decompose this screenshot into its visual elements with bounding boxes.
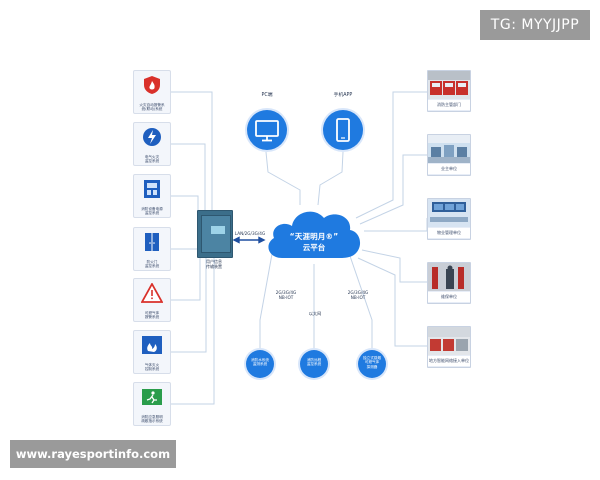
connector-left-5 [170, 256, 201, 301]
connector-pc [265, 151, 301, 205]
fire-truck-photo [428, 71, 470, 99]
gateway-cloud-arrow [232, 236, 266, 244]
gateway-device-image [197, 210, 233, 258]
control-room-photo [428, 199, 470, 227]
left-node-label: 电气火灾 监控系统 [144, 154, 160, 163]
app-label: 手机APP [333, 93, 353, 98]
left-node-label: 防火门 监控系统 [144, 259, 160, 268]
cloud-platform: “天涯明月®” 云平台 [266, 231, 362, 253]
bottom-node-label: 消防远程 监控系统 [306, 358, 322, 367]
left-node-emergency-exit: 消防应急照明 疏散指示系统 [133, 382, 171, 426]
right-node-fire-authority: 消防主管部门 [427, 70, 471, 112]
gateway-label: 用户信息 传输装置 [206, 259, 222, 269]
left-node-label: 可燃气体 报警系统 [144, 310, 160, 319]
fire-station-photo [428, 327, 470, 355]
gas-extinguish-icon [142, 336, 162, 354]
tag-watermark: TG: MYYJJPP [480, 10, 590, 40]
left-node-fire-alarm: 火灾自动报警系 统(联动)系统 [133, 70, 171, 114]
platform-title: “天涯明月®” [289, 232, 339, 241]
left-node-label: 消防设备电源 监控系统 [141, 206, 163, 215]
cloud-platform-shape [268, 211, 361, 258]
right-node-network-access: 地方智能网络接入单位 [427, 326, 471, 368]
connector-app [317, 151, 344, 206]
left-node-label: 火灾自动报警系 统(联动)系统 [139, 102, 165, 111]
left-node-electric-fire: 电气火灾 监控系统 [133, 122, 171, 166]
connector-right-3 [364, 218, 428, 232]
right-node-maintenance: 维保单位 [427, 262, 471, 304]
bottom-node-label: 消防水系统 监测系统 [251, 358, 269, 367]
right-node-label: 消防主管部门 [428, 100, 470, 110]
bottom-link-label-2: 以太网 [308, 311, 322, 316]
right-node-label: 物业管理单位 [428, 228, 470, 238]
right-node-owner: 业主单位 [427, 134, 471, 176]
connector-bottom-1 [259, 253, 273, 350]
fire-door-icon [145, 233, 159, 251]
connector-left-2 [170, 143, 206, 210]
right-node-property: 物业管理单位 [427, 198, 471, 240]
connector-left-3 [170, 195, 199, 212]
fire-shield-icon [144, 76, 160, 94]
connector-left-6 [170, 256, 207, 353]
right-node-label: 地方智能网络接入单位 [428, 356, 470, 366]
connector-right-1 [355, 91, 427, 219]
power-cabinet-icon [144, 180, 160, 198]
smartphone-icon [336, 118, 350, 142]
bottom-node-label: 独立式感烟 可燃气体 探测器 [363, 356, 381, 369]
connector-left-7 [170, 256, 215, 405]
connector-left-1 [170, 91, 213, 210]
office-photo [428, 135, 470, 163]
pc-label: PC端 [261, 93, 273, 98]
monitor-icon [255, 120, 279, 142]
left-node-gas-alarm: 可燃气体 报警系统 [133, 278, 171, 322]
platform-subtitle: 云平台 [302, 243, 326, 252]
app-node [323, 110, 363, 150]
left-node-power-monitor: 消防设备电源 监控系统 [133, 174, 171, 218]
left-node-label: 气体灭火 控制系统 [144, 362, 160, 371]
right-node-label: 业主单位 [428, 164, 470, 174]
right-node-label: 维保单位 [428, 292, 470, 302]
connector-right-4 [361, 249, 427, 283]
connector-bottom-3 [349, 255, 373, 350]
url-watermark: www.rayesportinfo.com [10, 440, 176, 468]
gas-warning-icon [141, 283, 163, 303]
emergency-exit-icon [142, 389, 162, 405]
bottom-link-label-3: 2G/3G/4G NB-IOT [347, 290, 369, 300]
bottom-node-water-monitor: 消防水系统 监测系统 [246, 350, 274, 378]
gateway-link-label: LAN/2G/3G/4G [234, 231, 266, 236]
bottom-node-detector: 独立式感烟 可燃气体 探测器 [358, 350, 386, 378]
electric-fire-icon [143, 128, 161, 146]
left-node-gas-extinguish: 气体灭火 控制系统 [133, 330, 171, 374]
bottom-link-label-1: 2G/3G/4G NB-IOT [275, 290, 297, 300]
pc-node [247, 110, 287, 150]
left-node-fire-door: 防火门 监控系统 [133, 227, 171, 271]
connector-right-2 [359, 154, 427, 225]
maintenance-photo [428, 263, 470, 291]
bottom-node-remote-monitor: 消防远程 监控系统 [300, 350, 328, 378]
connector-right-5 [357, 257, 427, 347]
left-node-label: 消防应急照明 疏散指示系统 [141, 414, 163, 423]
